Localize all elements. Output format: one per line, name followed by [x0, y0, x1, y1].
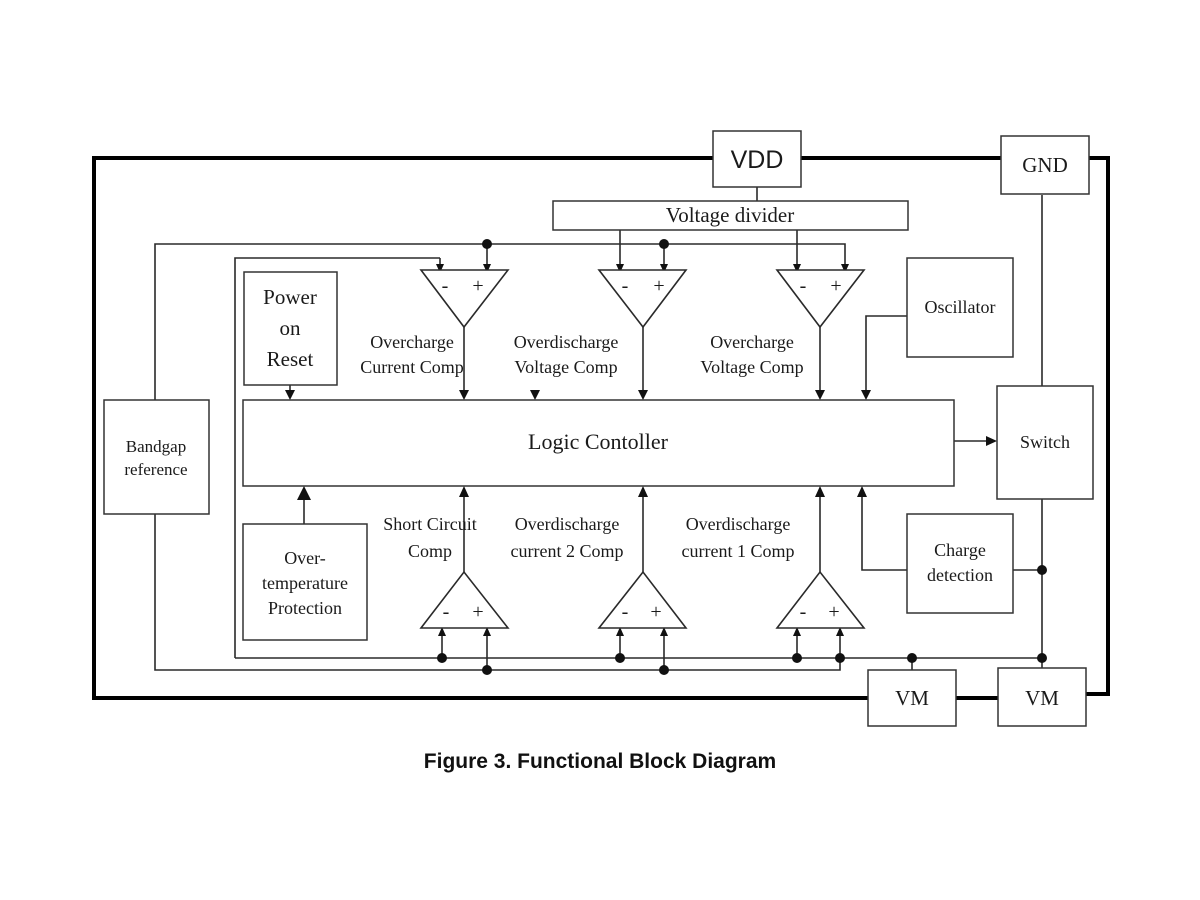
logic-controller-block: Logic Contoller: [242, 399, 955, 487]
charge-detection-block: Charge detection: [906, 513, 1014, 614]
svg-text:Overcharge: Overcharge: [710, 332, 794, 352]
svg-text:Reset: Reset: [267, 347, 314, 371]
svg-text:on: on: [280, 316, 302, 340]
svg-text:temperature: temperature: [262, 573, 348, 593]
svg-text:Logic Contoller: Logic Contoller: [528, 429, 669, 454]
svg-text:Overcharge: Overcharge: [370, 332, 454, 352]
svg-text:detection: detection: [927, 565, 993, 585]
comparator-overcharge-voltage: - + Overcharge Voltage Comp: [700, 269, 866, 377]
svg-text:+: +: [472, 601, 483, 623]
voltage-divider-block: Voltage divider: [552, 200, 909, 231]
svg-text:current 2 Comp: current 2 Comp: [511, 541, 624, 561]
svg-text:Comp: Comp: [408, 541, 452, 561]
svg-text:Switch: Switch: [1020, 432, 1070, 452]
svg-text:+: +: [830, 275, 841, 297]
svg-text:+: +: [472, 275, 483, 297]
svg-text:GND: GND: [1022, 153, 1068, 177]
svg-text:Power: Power: [263, 285, 317, 309]
svg-text:Overdischarge: Overdischarge: [514, 332, 619, 352]
svg-text:Current Comp: Current Comp: [360, 357, 464, 377]
svg-text:Overdischarge: Overdischarge: [515, 514, 620, 534]
svg-text:Voltage Comp: Voltage Comp: [700, 357, 803, 377]
junction-dots: [437, 239, 1047, 675]
comparator-overdischarge-voltage: - + Overdischarge Voltage Comp: [514, 269, 688, 377]
svg-text:Bandgap: Bandgap: [126, 437, 186, 456]
svg-text:Protection: Protection: [268, 598, 342, 618]
svg-text:Oscillator: Oscillator: [925, 297, 996, 317]
switch-block: Switch: [996, 385, 1094, 500]
inner-rail: [234, 257, 420, 658]
svg-text:-: -: [800, 275, 807, 297]
svg-text:-: -: [622, 601, 629, 623]
svg-text:Overdischarge: Overdischarge: [686, 514, 791, 534]
comparator-outputs: [463, 327, 821, 572]
svg-text:+: +: [653, 275, 664, 297]
power-rail: [92, 156, 1110, 700]
svg-text:reference: reference: [124, 460, 187, 479]
svg-text:-: -: [443, 601, 450, 623]
svg-text:-: -: [442, 275, 449, 297]
vm-block-right: VM: [997, 667, 1087, 727]
signal-wires: [289, 195, 1043, 670]
svg-text:Voltage Comp: Voltage Comp: [514, 357, 617, 377]
svg-text:+: +: [650, 601, 661, 623]
vdd-block: VDD: [712, 130, 802, 188]
over-temperature-protection-block: Over- temperature Protection: [242, 523, 368, 641]
svg-text:VDD: VDD: [731, 146, 784, 174]
figure-caption: Figure 3. Functional Block Diagram: [423, 750, 777, 773]
vm-block-left: VM: [867, 669, 957, 727]
bandgap-reference-block: Bandgap reference: [103, 399, 210, 515]
comparator-overcharge-current: - + Overcharge Current Comp: [360, 269, 510, 377]
svg-text:Over-: Over-: [284, 548, 326, 568]
svg-text:-: -: [622, 275, 629, 297]
power-on-reset-block: Power on Reset: [243, 271, 338, 386]
comparator-short-circuit: - + Short Circuit Comp: [383, 514, 510, 629]
comparator-overdischarge-current-1: - + Overdischarge current 1 Comp: [682, 514, 866, 629]
svg-text:Charge: Charge: [934, 540, 986, 560]
svg-text:VM: VM: [1025, 686, 1059, 710]
svg-text:VM: VM: [895, 686, 929, 710]
comparator-overdischarge-current-2: - + Overdischarge current 2 Comp: [511, 514, 688, 629]
svg-text:Short Circuit: Short Circuit: [383, 514, 477, 534]
reference-line-bottom: [154, 514, 841, 671]
gnd-block: GND: [1000, 135, 1090, 195]
svg-text:+: +: [828, 601, 839, 623]
divider-taps: [619, 187, 798, 270]
svg-text:Voltage divider: Voltage divider: [666, 203, 795, 227]
svg-text:-: -: [800, 601, 807, 623]
svg-text:current 1 Comp: current 1 Comp: [682, 541, 795, 561]
oscillator-block: Oscillator: [906, 257, 1014, 358]
arrowheads: [285, 264, 997, 636]
